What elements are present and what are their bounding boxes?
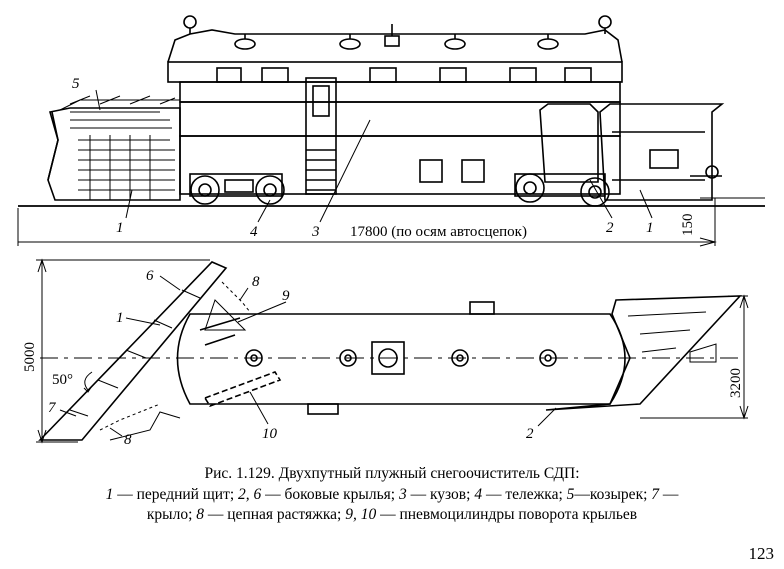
page-number: 123 bbox=[748, 544, 775, 563]
height-dimension: 150 bbox=[680, 214, 696, 237]
roof-lamps bbox=[183, 15, 612, 50]
front-bogie bbox=[189, 173, 285, 205]
length-dimension: 17800 (по осям автосцепок) bbox=[350, 224, 527, 240]
legend-text: — тележка; bbox=[482, 486, 567, 503]
label-10: 10 bbox=[262, 426, 278, 442]
figure-caption-legend-line1: 1 — передний щит; 2, 6 — боковые крылья;… bbox=[0, 485, 784, 504]
legend-text: —козырек; bbox=[574, 486, 652, 503]
label-2: 2 bbox=[606, 220, 614, 236]
label-8-bottom: 8 bbox=[124, 432, 132, 448]
legend-text: — bbox=[659, 486, 679, 503]
label-1-rear: 1 bbox=[646, 220, 654, 236]
label-3: 3 bbox=[311, 224, 320, 240]
legend-num: 8 bbox=[196, 506, 205, 523]
label-7: 7 bbox=[48, 400, 57, 416]
label-1-plan: 1 bbox=[116, 310, 124, 326]
legend-num: 1 bbox=[105, 486, 114, 503]
label-9: 9 bbox=[282, 288, 290, 304]
legend-text: — передний щит; bbox=[113, 486, 239, 503]
legend-text: — пневмоцилиндры поворота крыльев bbox=[376, 506, 638, 523]
plan-view bbox=[36, 258, 749, 444]
label-6: 6 bbox=[146, 268, 154, 284]
label-2-plan: 2 bbox=[526, 426, 534, 442]
angle-label: 50° bbox=[52, 372, 73, 388]
legend-text: — кузов; bbox=[406, 486, 475, 503]
legend-num: 2, 6 bbox=[238, 486, 262, 503]
legend-num: 7 bbox=[651, 486, 660, 503]
rear-bogie bbox=[514, 173, 610, 207]
label-4: 4 bbox=[250, 224, 258, 240]
label-8-top: 8 bbox=[252, 274, 260, 290]
width-dimension-right: 3200 bbox=[728, 368, 744, 398]
width-dimension-left: 5000 bbox=[22, 342, 38, 372]
legend-text: крыло; bbox=[146, 506, 197, 523]
technical-figure: 5 1 4 3 2 1 17800 (по осям автосцепок) 1… bbox=[17, 15, 765, 448]
legend-num: 4 bbox=[474, 486, 483, 503]
legend-num: 9, 10 bbox=[345, 506, 377, 523]
side-view bbox=[17, 15, 765, 247]
legend-num: 3 bbox=[398, 486, 407, 503]
figure-caption-legend-line2: крыло; 8 — цепная растяжка; 9, 10 — пнев… bbox=[0, 505, 784, 524]
legend-num: 5 bbox=[566, 486, 575, 503]
legend-text: — цепная растяжка; bbox=[204, 506, 346, 523]
label-5: 5 bbox=[72, 76, 80, 92]
figure-caption-title: Рис. 1.129. Двухпутный плужный снегоочис… bbox=[204, 465, 580, 482]
label-1-front: 1 bbox=[116, 220, 124, 236]
legend-text: — боковые крылья; bbox=[261, 486, 399, 503]
